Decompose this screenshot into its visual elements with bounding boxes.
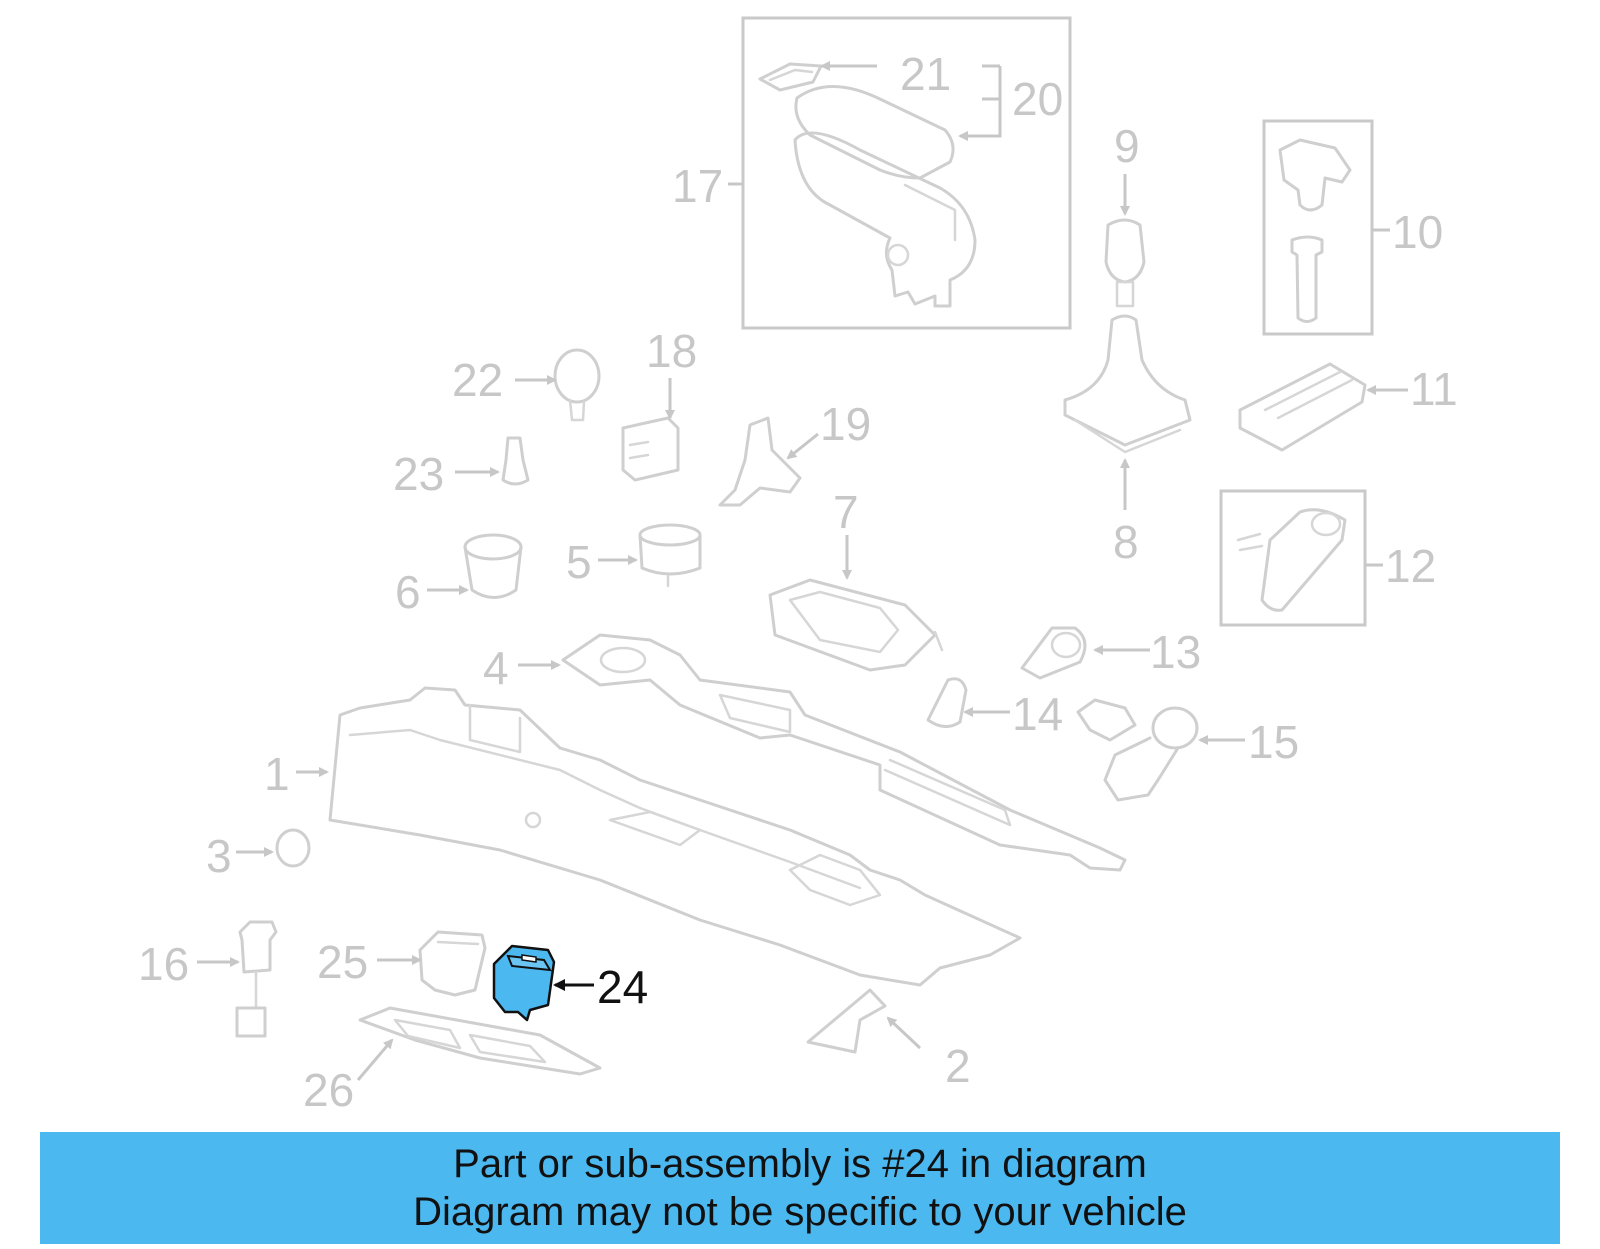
callout-label-13: 13 <box>1150 626 1201 678</box>
part-23-shape <box>501 436 530 486</box>
callout-label-10: 10 <box>1392 206 1443 258</box>
callout-label-6: 6 <box>395 566 421 618</box>
callout-label-11: 11 <box>1410 363 1458 415</box>
part-26-shape <box>358 1006 602 1076</box>
part-22-shape <box>553 348 601 422</box>
callout-label-9: 9 <box>1114 120 1140 172</box>
part-17-shape <box>793 85 977 308</box>
part-14-shape <box>926 677 968 728</box>
part-15-shape <box>1076 698 1199 802</box>
part-16-shape <box>235 920 278 1038</box>
callout-label-22: 22 <box>452 354 503 406</box>
callout-label-7: 7 <box>833 486 859 538</box>
info-banner: Part or sub-assembly is #24 in diagram D… <box>40 1132 1560 1244</box>
shift-knob-group-box <box>1262 119 1374 336</box>
callout-label-18: 18 <box>646 325 697 377</box>
callout-label-15: 15 <box>1248 716 1299 768</box>
callout-label-5: 5 <box>566 536 592 588</box>
callout-label-24: 24 <box>597 961 648 1013</box>
banner-line-disclaimer: Diagram may not be specific to your vehi… <box>413 1190 1187 1234</box>
callout-label-14: 14 <box>1012 688 1063 740</box>
callout-label-17: 17 <box>672 160 723 212</box>
callout-label-19: 19 <box>820 398 871 450</box>
callout-label-8: 8 <box>1113 516 1139 568</box>
part-8-shape <box>1063 314 1192 454</box>
callout-label-23: 23 <box>393 448 444 500</box>
part-5-shape <box>638 523 702 588</box>
armrest-group-box <box>741 16 1072 330</box>
callout-label-26: 26 <box>303 1064 354 1116</box>
part-4-shape <box>561 633 1127 872</box>
part-1-shape <box>328 686 1022 987</box>
callout-label-12: 12 <box>1385 540 1436 592</box>
leader-lines <box>197 61 1408 1081</box>
banner-line-part-number: Part or sub-assembly is #24 in diagram <box>453 1142 1147 1186</box>
part-13-shape <box>1020 626 1087 680</box>
part-12-shape <box>1236 508 1347 612</box>
part-6-shape <box>463 533 523 599</box>
part-21-shape <box>758 62 823 92</box>
part-11-shape <box>1238 362 1367 452</box>
part-3-shape <box>275 828 311 868</box>
part-10-shape <box>1278 138 1352 323</box>
callout-label-1: 1 <box>264 748 290 800</box>
callout-label-16: 16 <box>138 938 189 990</box>
callout-label-2: 2 <box>945 1040 971 1092</box>
part-2-shape <box>806 988 887 1054</box>
part-7-shape <box>768 578 944 672</box>
callout-label-4: 4 <box>483 642 509 694</box>
part-9-shape <box>1104 218 1146 308</box>
callout-label-3: 3 <box>206 830 232 882</box>
part-25-shape <box>418 930 487 997</box>
part-18-shape <box>621 416 680 482</box>
callout-label-21: 21 <box>900 48 951 100</box>
callout-label-20: 20 <box>1012 73 1063 125</box>
part-24-shape <box>492 944 556 1022</box>
callout-label-25: 25 <box>317 936 368 988</box>
part-19-shape <box>718 416 802 507</box>
lighter-group-box <box>1219 489 1367 627</box>
